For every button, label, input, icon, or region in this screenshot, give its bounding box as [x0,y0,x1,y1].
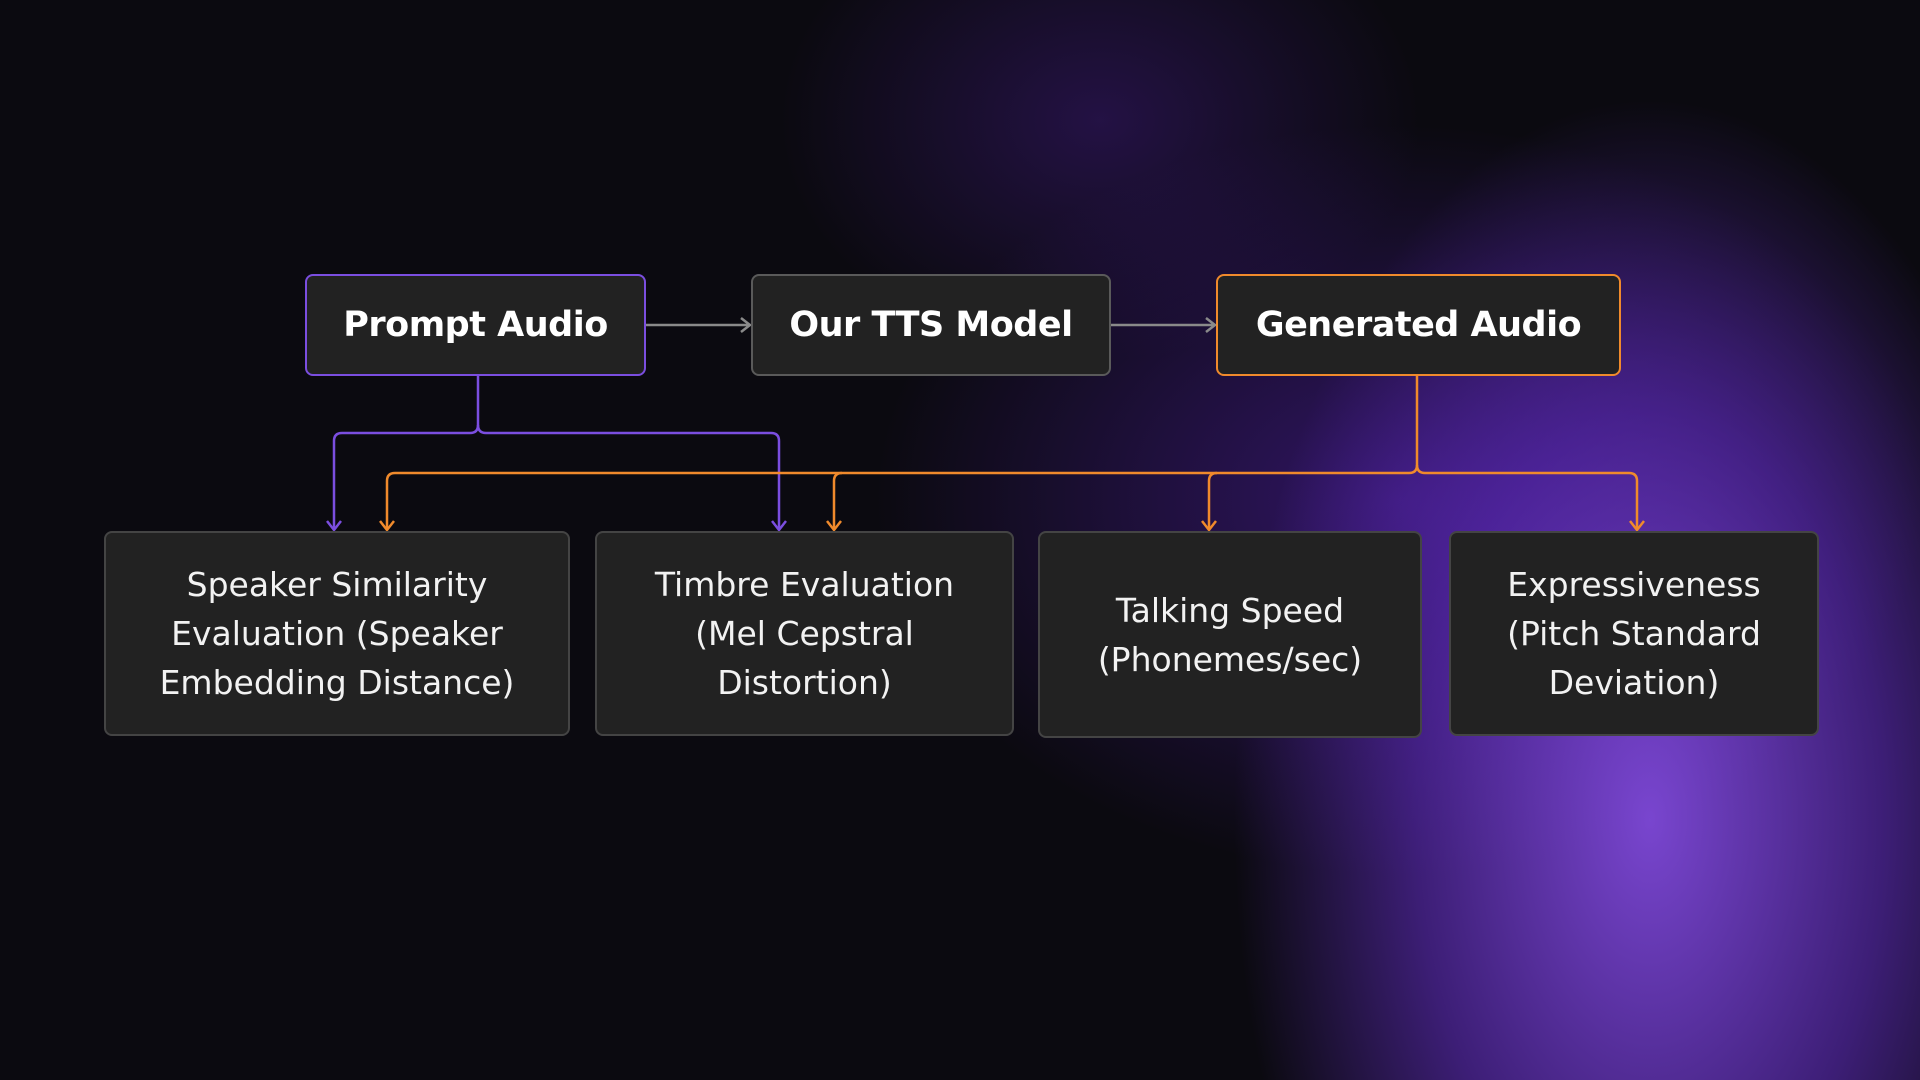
arrow-model-to-generated [1111,317,1218,333]
generated-connectors [379,375,1645,533]
metric-label: Talking Speed [1115,590,1345,630]
prompt-audio-node: Prompt Audio [305,274,646,376]
prompt-connectors [326,375,787,533]
node-label: Prompt Audio [343,305,608,345]
generated-audio-node: Generated Audio [1216,274,1621,376]
metric-label: Evaluation (Speaker [171,614,503,653]
metric-label: Embedding Distance) [159,663,515,702]
metric-label: Timbre Evaluation [654,565,955,604]
metric-label: (Phonemes/sec) [1097,639,1363,679]
metric-label: Deviation) [1548,663,1720,702]
node-label: Our TTS Model [789,305,1073,345]
metric-talking-speed: Talking Speed (Phonemes/sec) [1038,531,1422,738]
flow-arrows [645,317,1218,333]
metric-label: Distortion) [717,663,892,702]
metric-label: Speaker Similarity [186,565,488,604]
metric-label: (Mel Cepstral [695,614,914,653]
tts-model-node: Our TTS Model [751,274,1111,376]
arrow-prompt-to-model [645,317,753,333]
metric-label: (Pitch Standard [1507,614,1761,653]
metric-label: Expressiveness [1507,565,1761,604]
node-label: Generated Audio [1255,305,1582,345]
